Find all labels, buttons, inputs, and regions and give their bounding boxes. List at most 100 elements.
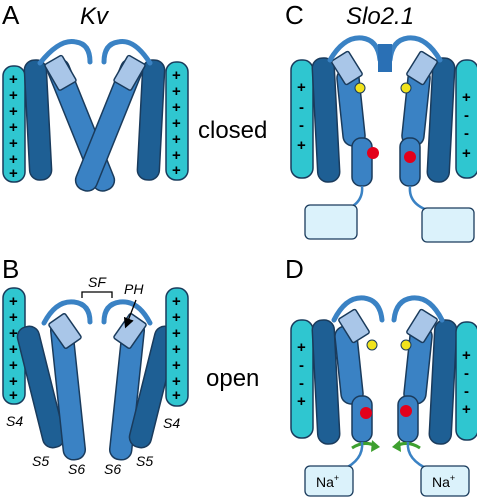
a-s4-right [165, 61, 189, 181]
charge: + [9, 309, 18, 326]
d-s4-right [455, 321, 477, 441]
b-s4-right-label: S4 [163, 415, 180, 431]
a-s5-right [136, 59, 166, 181]
b-s4-left-label: S4 [6, 413, 23, 429]
d-charges-left: + - - + [297, 339, 306, 410]
c-cytoplasmic-domain-right [421, 207, 475, 243]
charge: - [299, 357, 304, 374]
panel-c-letter: C [285, 0, 304, 30]
d-s6-left-lower [351, 395, 373, 443]
charge: + [172, 131, 181, 148]
charge: + [9, 341, 18, 358]
d-yellow-site-right [400, 339, 412, 351]
charge: + [462, 145, 471, 162]
charge: + [297, 137, 306, 154]
charge: + [172, 162, 181, 179]
panel-c: C Slo2.1 + [285, 0, 477, 243]
charge: + [9, 103, 18, 120]
c-s5-right [426, 57, 456, 183]
charge: + [9, 325, 18, 342]
b-ph-label: PH [124, 281, 144, 297]
d-rotation-arrowhead-right [392, 440, 401, 452]
charge: + [172, 387, 181, 404]
c-cytoplasmic-domain-left [304, 204, 358, 240]
charge: + [9, 119, 18, 136]
d-s6-right-lower [397, 395, 419, 443]
c-red-site-left [367, 147, 379, 159]
charge: + [172, 357, 181, 374]
charge: + [172, 67, 181, 84]
charge: + [172, 147, 181, 164]
c-yellow-site-right [400, 82, 412, 94]
c-pore-helix-left [331, 50, 363, 86]
panel-b: B SF PH + + + + + + + [2, 254, 259, 477]
d-pore-helix-right [406, 308, 438, 344]
charge: + [297, 393, 306, 410]
c-filter-plug [378, 44, 392, 72]
c-s4-left [290, 59, 314, 179]
charge: - [299, 99, 304, 116]
a-pore-helix-left [44, 54, 77, 91]
panel-b-letter: B [2, 254, 19, 284]
d-s5-right [428, 319, 458, 445]
c-charges-left: + - - + [297, 79, 306, 154]
charge: - [464, 383, 469, 400]
charge: + [172, 341, 181, 358]
charge: + [297, 79, 306, 96]
a-s5-left [23, 59, 53, 181]
charge: + [9, 87, 18, 104]
charge: + [9, 165, 18, 182]
a-charges-left: + + + + + + + [9, 71, 18, 182]
charge: - [299, 375, 304, 392]
charge: + [462, 89, 471, 106]
d-charges-right: + - - + [462, 347, 471, 418]
b-sf-bracket [81, 291, 113, 298]
d-sodium-label-right: Na+ [432, 473, 455, 490]
charge: - [464, 365, 469, 382]
charge: + [172, 325, 181, 342]
c-selectivity-filter [327, 35, 443, 63]
d-selectivity-filter [331, 295, 445, 323]
panel-a: A Kv + + + + + + + + + + + [2, 0, 267, 192]
a-pore-helix-right [113, 54, 146, 91]
d-cytoplasmic-domain-left [304, 465, 354, 497]
d-s4-left [290, 319, 314, 439]
charge: + [297, 339, 306, 356]
d-cytoplasmic-domain-right [420, 465, 470, 497]
c-s6-left-lower [351, 137, 373, 187]
charge: + [172, 115, 181, 132]
panel-b-state-label: open [206, 365, 259, 392]
charge: + [172, 293, 181, 310]
c-s4-right [455, 59, 477, 179]
sodium-symbol: Na [316, 474, 334, 490]
sodium-charge: + [450, 473, 455, 483]
panel-c-title: Slo2.1 [346, 3, 414, 30]
b-s6-right-label: S6 [104, 461, 121, 477]
charge: + [9, 135, 18, 152]
charge: + [172, 373, 181, 390]
panel-a-letter: A [2, 0, 20, 30]
charge: - [464, 107, 469, 124]
charge: + [9, 293, 18, 310]
sodium-symbol: Na [432, 474, 450, 490]
b-pore-helix-right [113, 313, 147, 349]
charge: + [172, 83, 181, 100]
charge: + [9, 387, 18, 404]
d-rotation-arrowhead-left [371, 440, 380, 452]
panel-d: D Na+ [285, 254, 477, 497]
a-s4-left [2, 65, 26, 183]
charge: - [464, 125, 469, 142]
panel-d-letter: D [285, 254, 304, 284]
d-red-site-left [360, 407, 372, 419]
b-charges-left: + + + + + + + [9, 293, 18, 404]
b-s5-right-label: S5 [136, 453, 153, 469]
c-yellow-site-left [354, 82, 366, 94]
charge: + [462, 347, 471, 364]
b-sf-label: SF [88, 274, 107, 290]
c-pore-helix-right [406, 50, 438, 86]
d-red-site-right [400, 405, 412, 417]
d-yellow-site-left [366, 339, 378, 351]
b-pore-helix-left [48, 313, 82, 349]
c-red-site-right [404, 151, 416, 163]
